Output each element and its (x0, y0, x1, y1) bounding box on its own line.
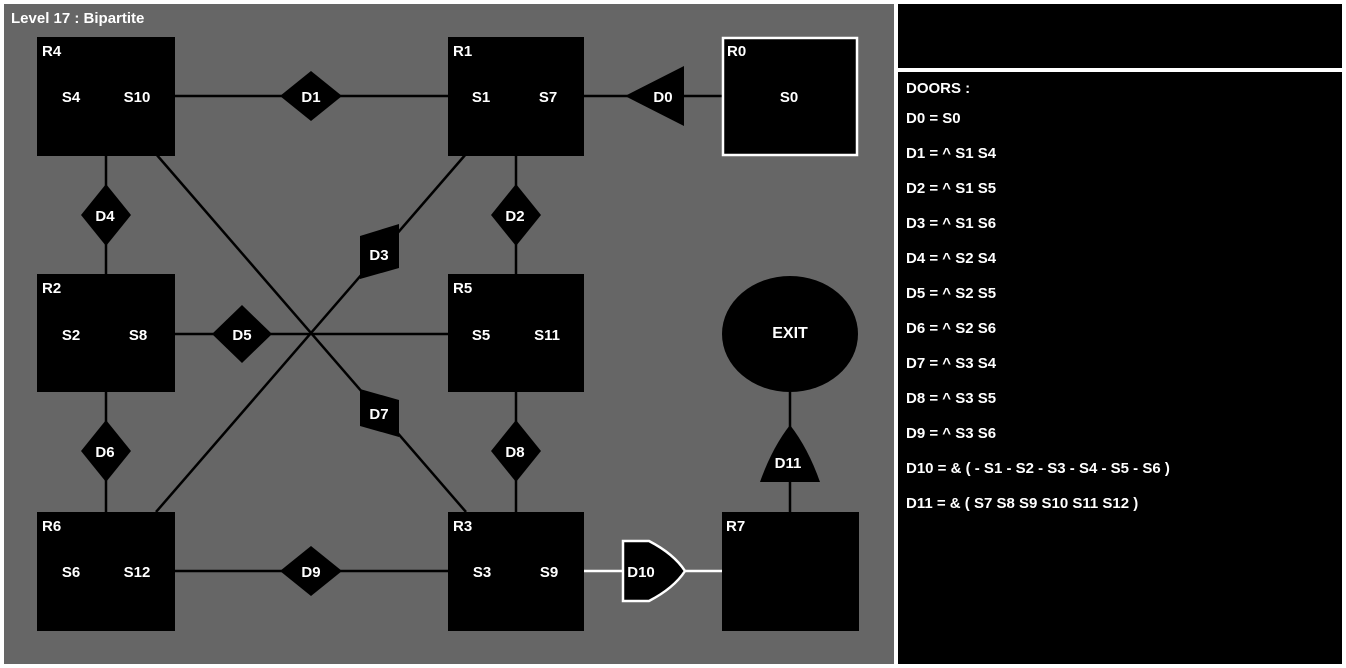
door-rule-d2: D2 = ^ S1 S5 (906, 180, 997, 197)
room-r5[interactable]: R5 S5 S11 (448, 274, 584, 392)
door-label: D5 (232, 327, 251, 344)
level-title: Level 17 : Bipartite (11, 10, 145, 27)
door-rule-d11: D11 = & ( S7 S8 S9 S10 S11 S12 ) (906, 495, 1139, 512)
room-r6[interactable]: R6 S6 S12 (37, 512, 175, 631)
door-d11[interactable]: D11 (760, 425, 820, 482)
game-board: R4 S4 S10 R1 S1 S7 R0 S0 R2 S2 S8 R5 S5 … (4, 4, 894, 664)
door-d1[interactable]: D1 (280, 71, 342, 121)
door-d10[interactable]: D10 (621, 539, 687, 603)
switch-s10[interactable]: S10 (124, 89, 151, 106)
switch-s1[interactable]: S1 (472, 89, 490, 106)
switch-s7[interactable]: S7 (539, 89, 557, 106)
door-d4[interactable]: D4 (81, 184, 131, 246)
door-d0[interactable]: D0 (625, 66, 684, 126)
room-label: R4 (42, 43, 62, 60)
doors-title: DOORS : (906, 80, 971, 97)
door-label: D1 (301, 89, 320, 106)
switch-s3[interactable]: S3 (473, 564, 491, 581)
switch-s4[interactable]: S4 (62, 89, 81, 106)
exit-label: EXIT (772, 325, 808, 342)
door-label: D9 (301, 564, 320, 581)
door-rule-d5: D5 = ^ S2 S5 (906, 285, 997, 302)
door-d7[interactable]: D7 (360, 389, 399, 437)
side-header-panel (898, 4, 1342, 68)
door-rule-d7: D7 = ^ S3 S4 (906, 355, 997, 372)
door-d9[interactable]: D9 (280, 546, 342, 596)
switch-s5[interactable]: S5 (472, 327, 490, 344)
room-r4[interactable]: R4 S4 S10 (37, 37, 175, 156)
switch-s8[interactable]: S8 (129, 327, 147, 344)
door-label: D0 (653, 89, 672, 106)
door-rules-panel: DOORS : D0 = S0 D1 = ^ S1 S4 D2 = ^ S1 S… (898, 72, 1342, 664)
room-r0[interactable]: R0 S0 (721, 36, 859, 157)
door-d6[interactable]: D6 (81, 420, 131, 482)
door-rule-d9: D9 = ^ S3 S6 (906, 425, 997, 442)
door-rule-d0: D0 = S0 (906, 110, 961, 127)
door-d5[interactable]: D5 (212, 305, 272, 363)
exit-room[interactable]: EXIT (722, 276, 858, 392)
door-label: D2 (505, 208, 524, 225)
door-label: D10 (627, 564, 655, 581)
room-label: R7 (726, 518, 745, 535)
room-r1[interactable]: R1 S1 S7 (448, 37, 584, 156)
door-rule-d6: D6 = ^ S2 S6 (906, 320, 997, 337)
door-label: D11 (775, 455, 802, 472)
room-label: R6 (42, 518, 61, 535)
door-label: D8 (505, 444, 524, 461)
switch-s0[interactable]: S0 (780, 89, 798, 106)
switch-s6[interactable]: S6 (62, 564, 80, 581)
switch-s11[interactable]: S11 (534, 327, 560, 344)
door-d8[interactable]: D8 (491, 420, 541, 482)
door-rule-d1: D1 = ^ S1 S4 (906, 145, 997, 162)
room-label: R0 (727, 43, 746, 60)
room-label: R1 (453, 43, 472, 60)
switch-s2[interactable]: S2 (62, 327, 80, 344)
room-r3[interactable]: R3 S3 S9 (448, 512, 584, 631)
level-map: R4 S4 S10 R1 S1 S7 R0 S0 R2 S2 S8 R5 S5 … (37, 36, 859, 631)
switch-s9[interactable]: S9 (540, 564, 558, 581)
room-label: R5 (453, 280, 472, 297)
door-d2[interactable]: D2 (491, 184, 541, 246)
door-rule-d8: D8 = ^ S3 S5 (906, 390, 997, 407)
edge-r4-r3 (155, 153, 467, 513)
room-label: R2 (42, 280, 61, 297)
door-rule-d4: D4 = ^ S2 S4 (906, 250, 997, 267)
room-label: R3 (453, 518, 472, 535)
door-label: D7 (369, 406, 388, 423)
room-r2[interactable]: R2 S2 S8 (37, 274, 175, 392)
door-label: D3 (369, 247, 388, 264)
door-rule-d10: D10 = & ( - S1 - S2 - S3 - S4 - S5 - S6 … (906, 460, 1170, 477)
door-label: D4 (95, 208, 115, 225)
door-label: D6 (95, 444, 114, 461)
door-d3[interactable]: D3 (360, 224, 399, 279)
room-r7[interactable]: R7 (722, 512, 859, 631)
switch-s12[interactable]: S12 (124, 564, 151, 581)
door-rule-d3: D3 = ^ S1 S6 (906, 215, 997, 232)
